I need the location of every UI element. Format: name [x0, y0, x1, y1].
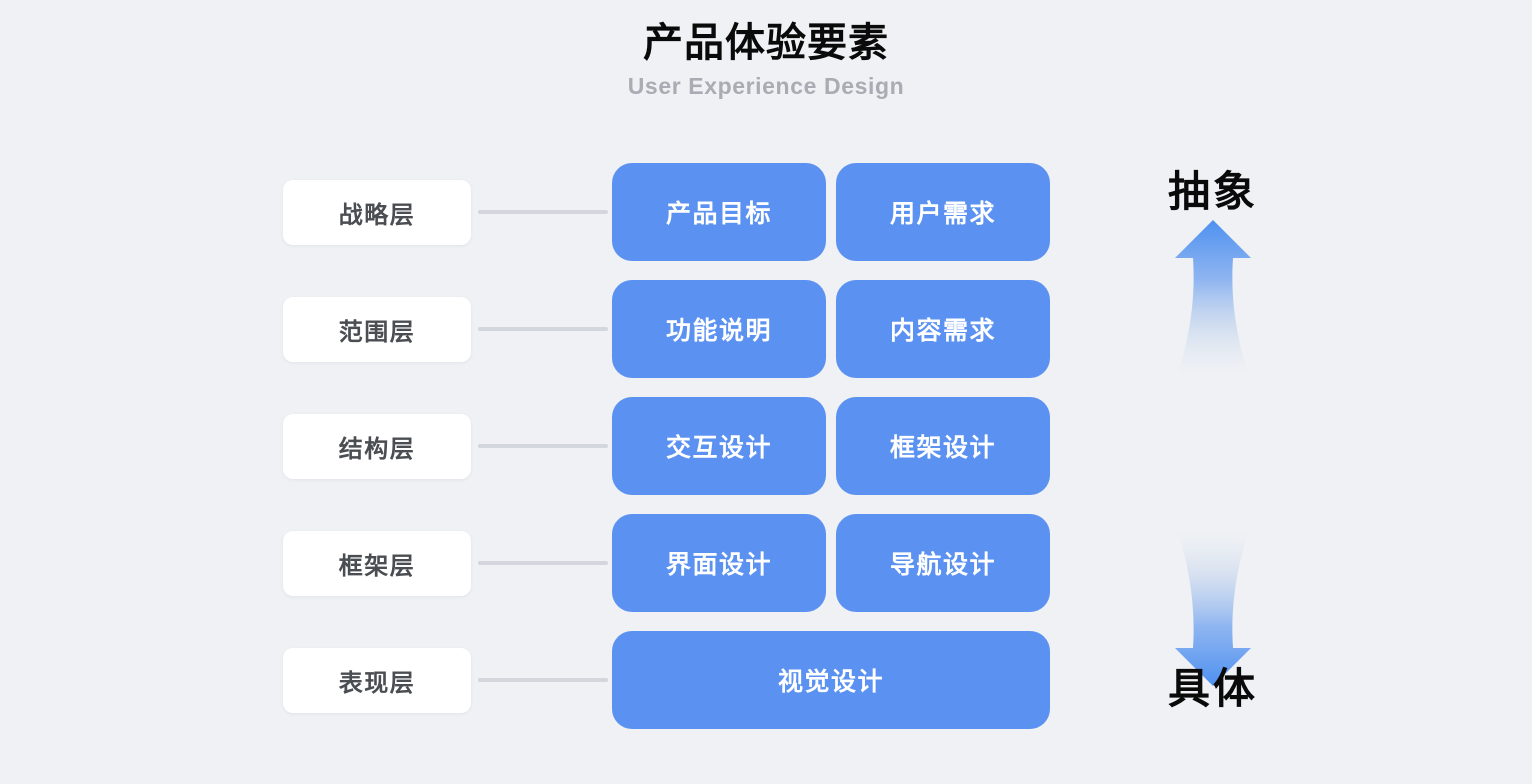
element-card-label: 视觉设计: [777, 668, 884, 696]
layer-label-text: 范围层: [338, 319, 416, 346]
element-card-visual-design[interactable]: 视觉设计: [612, 631, 1050, 729]
element-card-label: 用户需求: [889, 200, 996, 228]
layer-label-structure[interactable]: 结构层: [283, 414, 471, 479]
layer-label-text: 框架层: [338, 553, 416, 580]
diagram-header: 产品体验要素 User Experience Design: [0, 18, 1532, 102]
element-card-label: 界面设计: [665, 551, 772, 579]
layer-label-text: 结构层: [338, 436, 416, 463]
connector-line-scope: [478, 327, 608, 331]
layer-label-strategy[interactable]: 战略层: [283, 180, 471, 245]
layer-label-text: 表现层: [338, 670, 416, 697]
connector-line-surface: [478, 678, 608, 682]
element-card-interface-design[interactable]: 界面设计: [612, 514, 826, 612]
page-title: 产品体验要素: [643, 21, 889, 65]
element-card-label: 功能说明: [665, 317, 772, 345]
layer-label-surface[interactable]: 表现层: [283, 648, 471, 713]
layer-label-scope[interactable]: 范围层: [283, 297, 471, 362]
element-card-user-needs[interactable]: 用户需求: [836, 163, 1050, 261]
element-card-label: 交互设计: [665, 434, 772, 462]
element-card-label: 框架设计: [889, 434, 996, 462]
axis-label-abstract: 抽象: [1167, 168, 1258, 215]
arrow-down-icon: [1163, 528, 1263, 688]
connector-line-skeleton: [478, 561, 608, 565]
element-card-framework-design[interactable]: 框架设计: [836, 397, 1050, 495]
arrow-up-icon: [1163, 218, 1263, 378]
connector-line-strategy: [478, 210, 608, 214]
layer-label-skeleton[interactable]: 框架层: [283, 531, 471, 596]
element-card-feature-spec[interactable]: 功能说明: [612, 280, 826, 378]
connector-line-structure: [478, 444, 608, 448]
layer-label-text: 战略层: [338, 202, 416, 229]
element-card-interaction-design[interactable]: 交互设计: [612, 397, 826, 495]
element-card-label: 产品目标: [665, 200, 772, 228]
element-card-label: 内容需求: [889, 317, 996, 345]
element-card-label: 导航设计: [889, 551, 996, 579]
axis-label-concrete: 具体: [1167, 665, 1258, 712]
page-subtitle: User Experience Design: [627, 73, 905, 99]
element-card-navigation-design[interactable]: 导航设计: [836, 514, 1050, 612]
element-card-product-goal[interactable]: 产品目标: [612, 163, 826, 261]
element-card-content-needs[interactable]: 内容需求: [836, 280, 1050, 378]
